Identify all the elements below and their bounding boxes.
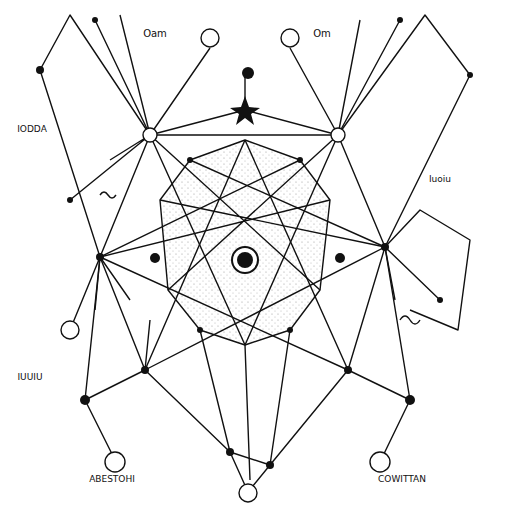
text-label: IUUIU (15, 373, 44, 383)
text-label: Iuoiu (427, 175, 453, 185)
text-label: Om (311, 28, 333, 39)
text-label: IODDA (15, 125, 49, 135)
text-label: Oam (141, 28, 169, 39)
text-label: ABESTOHI (87, 475, 137, 485)
text-label: COWITTAN (376, 475, 428, 485)
